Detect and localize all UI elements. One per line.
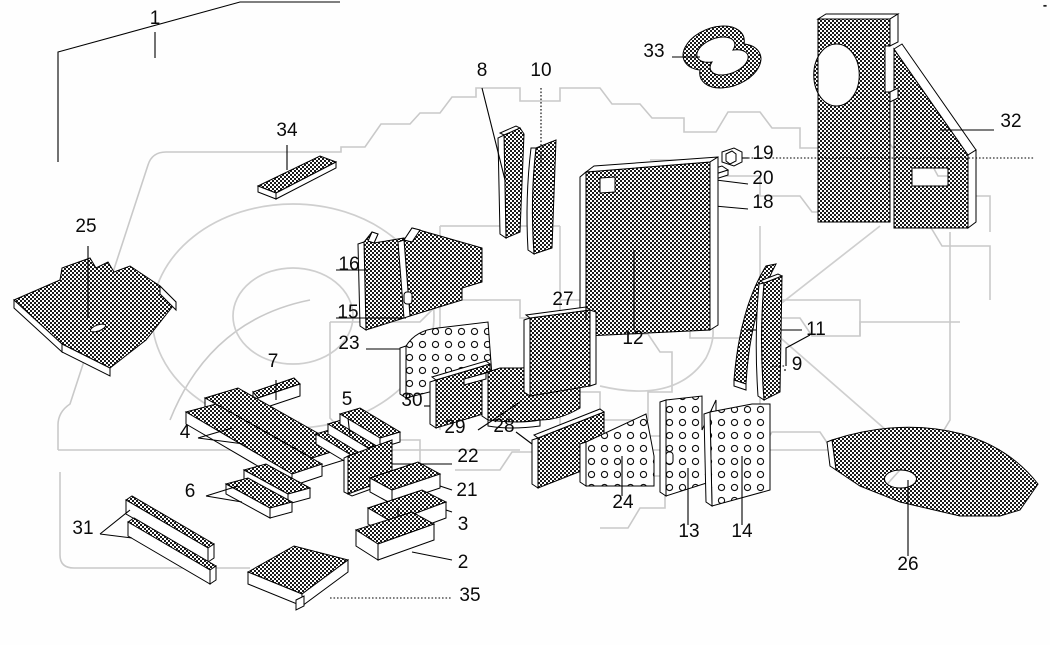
callout-number-24: 24 xyxy=(612,492,634,513)
callout-number-8: 8 xyxy=(477,60,488,81)
callout-number-34: 34 xyxy=(276,120,298,141)
callout-number-22: 22 xyxy=(457,446,478,467)
callout-number-26: 26 xyxy=(897,554,918,575)
callout-number-21: 21 xyxy=(456,480,477,501)
part-32-bulkhead-panel-with-hole xyxy=(813,13,994,229)
part-33-oval-gasket-ring xyxy=(672,25,762,89)
callout-number-4: 4 xyxy=(180,422,191,443)
part-26-roof-headliner-panel xyxy=(826,426,1039,556)
callout-number-29: 29 xyxy=(444,417,465,438)
part-12-rear-wall-panel-large xyxy=(579,156,719,341)
callout-number-14: 14 xyxy=(731,521,753,542)
part-2-seat-base-pad xyxy=(354,511,453,561)
callout-number-1: 1 xyxy=(150,8,161,29)
callout-number-12: 12 xyxy=(622,328,643,349)
part-13-perforated-panel-left xyxy=(659,395,717,525)
callout-number-28: 28 xyxy=(493,416,514,437)
part-1-cab-outline-reference xyxy=(57,1,340,162)
callout-number-18: 18 xyxy=(752,192,773,213)
part-4-long-strip-insulation xyxy=(184,387,346,487)
part-9-pillar-trim-right-inner xyxy=(755,273,811,401)
part-10-pillar-trim-right xyxy=(526,88,557,255)
corner-mark: ▪▪ xyxy=(1043,3,1047,10)
part-15-side-wall-trim-inner xyxy=(336,227,483,319)
part-31-door-sill-strip xyxy=(99,495,217,585)
callout-number-33: 33 xyxy=(643,41,664,62)
part-25-floor-mat-panel xyxy=(13,246,177,377)
callout-number-2: 2 xyxy=(458,552,469,573)
part-24-perforated-panel-wing xyxy=(579,413,655,496)
part-27-partition-panel xyxy=(523,295,597,397)
callout-number-11: 11 xyxy=(806,319,826,340)
callout-number-9: 9 xyxy=(792,354,803,375)
callout-number-35: 35 xyxy=(459,585,480,606)
part-35-floor-pad-rectangular xyxy=(246,545,452,611)
callout-number-25: 25 xyxy=(75,216,96,237)
callout-number-32: 32 xyxy=(1000,111,1021,132)
callout-number-3: 3 xyxy=(458,514,469,535)
callout-number-27: 27 xyxy=(552,289,573,310)
part-6-small-strip-insulation xyxy=(205,463,312,519)
callout-number-30: 30 xyxy=(401,390,422,411)
callout-number-7: 7 xyxy=(268,351,279,372)
callout-number-19: 19 xyxy=(752,143,773,164)
part-16-side-wall-trim-outer xyxy=(336,231,405,331)
part-19-clip-bracket xyxy=(721,147,1035,167)
callout-number-16: 16 xyxy=(338,254,359,275)
callout-number-23: 23 xyxy=(338,333,359,354)
part-34-small-pad-strip xyxy=(256,145,338,200)
part-28-lower-rear-panel xyxy=(515,408,606,489)
callout-number-31: 31 xyxy=(72,518,93,539)
callout-number-13: 13 xyxy=(678,521,699,542)
part-14-perforated-panel-right xyxy=(703,403,771,525)
callout-number-15: 15 xyxy=(337,302,358,323)
callout-number-5: 5 xyxy=(342,389,353,410)
part-8-pillar-trim-left xyxy=(481,87,525,239)
callout-number-20: 20 xyxy=(752,168,773,189)
callout-number-6: 6 xyxy=(185,481,196,502)
callout-number-10: 10 xyxy=(530,60,551,81)
